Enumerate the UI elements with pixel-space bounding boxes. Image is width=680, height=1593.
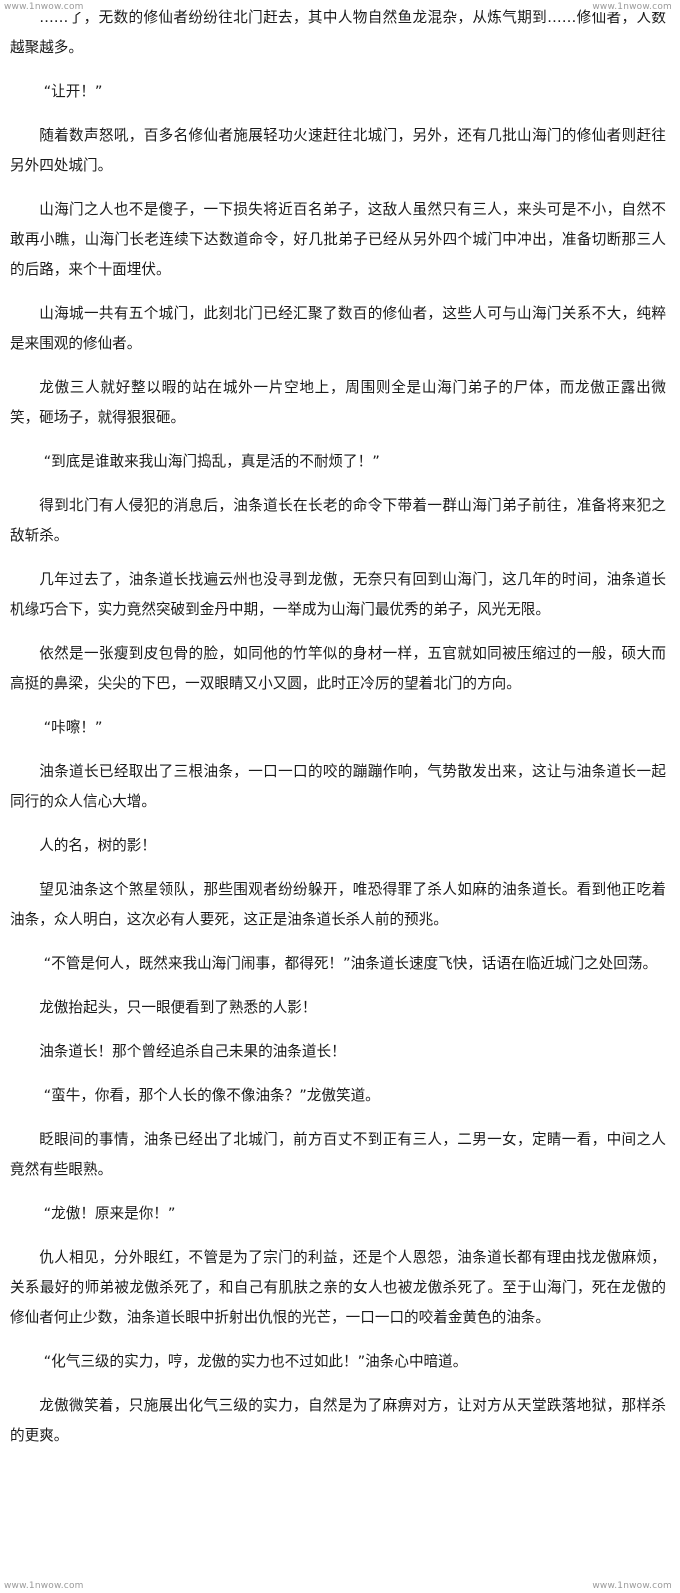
paragraph-2: “让开！” [43,83,103,100]
paragraph-1: ……了，无数的修仙者纷纷往北门赶去，其中人物自然鱼龙混杂，从炼气期到……修仙者，… [10,9,666,56]
watermark-top-left: www.1nwow.com [2,2,86,12]
paragraph-7: “到底是谁敢来我山海门捣乱，真是活的不耐烦了！” [43,453,380,470]
paragraph-9: 几年过去了，油条道长找遍云州也没寻到龙傲，无奈只有回到山海门，这几年的时间，油条… [10,571,666,618]
paragraph-11: “咔嚓！” [43,719,103,736]
paragraph-4: 山海门之人也不是傻子，一下损失将近百名弟子，这敌人虽然只有三人，来头可是不小，自… [10,201,666,278]
watermark-top-right: www.1nwow.com [590,2,674,12]
paragraph-18: “蛮牛，你看，那个人长的像不像油条？”龙傲笑道。 [43,1087,380,1104]
paragraph-22: “化气三级的实力，哼，龙傲的实力也不过如此！”油条心中暗道。 [43,1353,468,1370]
paragraph-5: 山海城一共有五个城门，此刻北门已经汇聚了数百的修仙者，这些人可与山海门关系不大，… [10,305,666,352]
paragraph-19: 眨眼间的事情，油条已经出了北城门，前方百丈不到正有三人，二男一女，定睛一看，中间… [10,1131,666,1178]
paragraph-8: 得到北门有人侵犯的消息后，油条道长在长老的命令下带着一群山海门弟子前往，准备将来… [10,497,666,544]
paragraph-13: 人的名，树的影！ [39,837,156,854]
paragraph-10: 依然是一张瘦到皮包骨的脸，如同他的竹竿似的身材一样，五官就如同被压缩过的一般，硕… [10,645,666,692]
paragraph-23: 龙傲微笑着，只施展出化气三级的实力，自然是为了麻痹对方，让对方从天堂跌落地狱，那… [10,1397,666,1444]
paragraph-15: “不管是何人，既然来我山海门闹事，都得死！”油条道长速度飞快，话语在临近城门之处… [43,955,658,972]
paragraph-12: 油条道长已经取出了三根油条，一口一口的咬的蹦蹦作响，气势散发出来，这让与油条道长… [10,763,666,810]
paragraph-14: 望见油条这个煞星领队，那些围观者纷纷躲开，唯恐得罪了杀人如麻的油条道长。看到他正… [10,881,666,928]
article-body: ……了，无数的修仙者纷纷往北门赶去，其中人物自然鱼龙混杂，从炼气期到……修仙者，… [10,9,666,1444]
paragraph-20: “龙傲！原来是你！” [43,1205,176,1222]
paragraph-3: 随着数声怒吼，百多名修仙者施展轻功火速赶往北城门，另外，还有几批山海门的修仙者则… [10,127,666,174]
watermark-bottom-left: www.1nwow.com [2,1581,86,1591]
watermark-bottom-right: www.1nwow.com [590,1581,674,1591]
paragraph-17: 油条道长！那个曾经追杀自己未果的油条道长！ [39,1043,346,1060]
paragraph-6: 龙傲三人就好整以暇的站在城外一片空地上，周围则全是山海门弟子的尸体，而龙傲正露出… [10,379,666,426]
paragraph-16: 龙傲抬起头，只一眼便看到了熟悉的人影！ [39,999,317,1016]
paragraph-21: 仇人相见，分外眼红，不管是为了宗门的利益，还是个人恩怨，油条道长都有理由找龙傲麻… [10,1249,666,1326]
